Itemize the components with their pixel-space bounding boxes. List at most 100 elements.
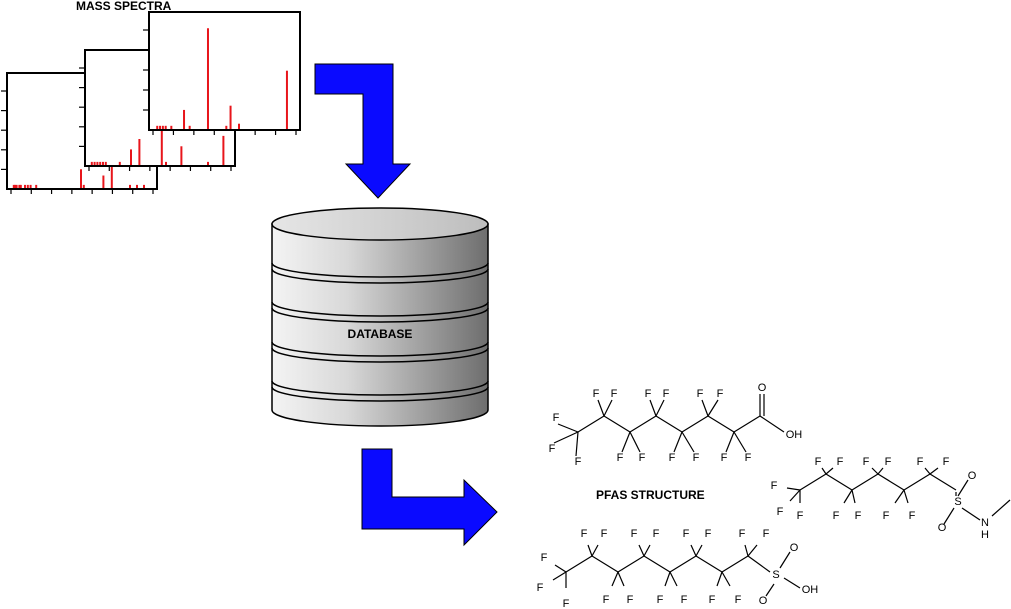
atom-label: F xyxy=(855,510,862,522)
atom-label: F xyxy=(693,452,700,464)
bond xyxy=(783,577,801,589)
bond xyxy=(617,555,645,573)
atom-label: F xyxy=(709,594,716,606)
atom-label: O xyxy=(759,595,768,607)
bond xyxy=(707,415,735,433)
bond xyxy=(597,399,605,417)
pfas-structure-label: PFAS STRUCTURE xyxy=(596,488,705,502)
bond xyxy=(924,467,931,475)
bond xyxy=(991,499,1011,517)
bond xyxy=(575,431,579,457)
atom-label: F xyxy=(763,528,770,540)
atom-label: F xyxy=(653,528,660,540)
bond xyxy=(617,571,625,587)
atom-label: F xyxy=(681,594,688,606)
atom-label: F xyxy=(705,528,712,540)
bond xyxy=(721,555,749,573)
atom-label: F xyxy=(631,528,638,540)
bond xyxy=(943,507,955,525)
bond xyxy=(957,479,969,497)
bond xyxy=(664,571,671,587)
atom-label: F xyxy=(797,510,804,522)
atom-label: O xyxy=(938,522,947,534)
bond xyxy=(851,489,856,504)
bond xyxy=(557,423,579,433)
atom-label: F xyxy=(683,528,690,540)
bond xyxy=(681,431,695,453)
bond xyxy=(655,415,683,433)
atom-label: F xyxy=(645,388,652,400)
atom-label: F xyxy=(721,452,728,464)
atom-label: F xyxy=(943,456,950,468)
bond xyxy=(643,544,651,557)
bond xyxy=(695,555,723,573)
bond xyxy=(552,571,567,581)
bond xyxy=(786,487,801,491)
bond xyxy=(744,544,749,557)
bond xyxy=(587,544,593,557)
bond xyxy=(629,431,641,453)
atom-label: F xyxy=(601,528,608,540)
bond xyxy=(554,564,567,573)
atom-label: F xyxy=(541,552,548,564)
atom-label: F xyxy=(669,452,676,464)
bond xyxy=(603,399,613,417)
bond xyxy=(565,555,593,573)
bond xyxy=(877,467,884,475)
bond xyxy=(903,489,909,504)
bond xyxy=(701,399,709,417)
atom-label: F xyxy=(563,598,570,609)
bond xyxy=(747,555,771,573)
atom-label: S xyxy=(954,496,961,508)
bond xyxy=(747,544,758,557)
bond xyxy=(643,555,671,573)
bond xyxy=(843,489,853,504)
mass-spectra-label: MASS SPECTRA xyxy=(76,0,172,13)
bond xyxy=(733,415,761,433)
bond xyxy=(681,415,709,433)
atom-label: F xyxy=(617,452,624,464)
bond xyxy=(591,555,619,573)
atom-label: F xyxy=(837,456,844,468)
atom-label: F xyxy=(735,594,742,606)
bond xyxy=(799,473,827,491)
atom-label: OH xyxy=(802,584,819,596)
spectrum-frame xyxy=(148,11,301,131)
atom-label: F xyxy=(549,443,556,455)
bond xyxy=(621,431,631,453)
bond xyxy=(577,415,605,433)
bond xyxy=(721,571,731,587)
atom-label: F xyxy=(627,594,634,606)
atom-label: F xyxy=(603,594,610,606)
bond xyxy=(649,399,657,417)
atom-label: O xyxy=(790,542,799,554)
atom-label: F xyxy=(745,452,752,464)
bond xyxy=(669,571,678,587)
atom-label: F xyxy=(777,506,784,518)
bond xyxy=(903,473,931,491)
bond xyxy=(733,431,747,453)
bond xyxy=(716,571,723,587)
bond xyxy=(825,467,834,475)
bond xyxy=(669,555,697,573)
atom-label: N xyxy=(981,517,989,529)
bond xyxy=(789,489,801,502)
atom-label: F xyxy=(553,412,560,424)
bond xyxy=(655,399,665,417)
bond xyxy=(591,544,599,557)
atom-label: S xyxy=(772,569,779,581)
atom-label: F xyxy=(611,388,618,400)
atom-label: O xyxy=(758,382,767,394)
bond xyxy=(894,489,905,504)
database-cylinder xyxy=(271,207,489,427)
atom-label: F xyxy=(885,456,892,468)
bond xyxy=(725,431,735,453)
database-label: DATABASE xyxy=(348,327,413,341)
bond xyxy=(759,415,785,433)
bond xyxy=(707,399,719,417)
atom-label: F xyxy=(917,456,924,468)
bond xyxy=(611,571,619,587)
arrow-to-database xyxy=(314,63,412,199)
